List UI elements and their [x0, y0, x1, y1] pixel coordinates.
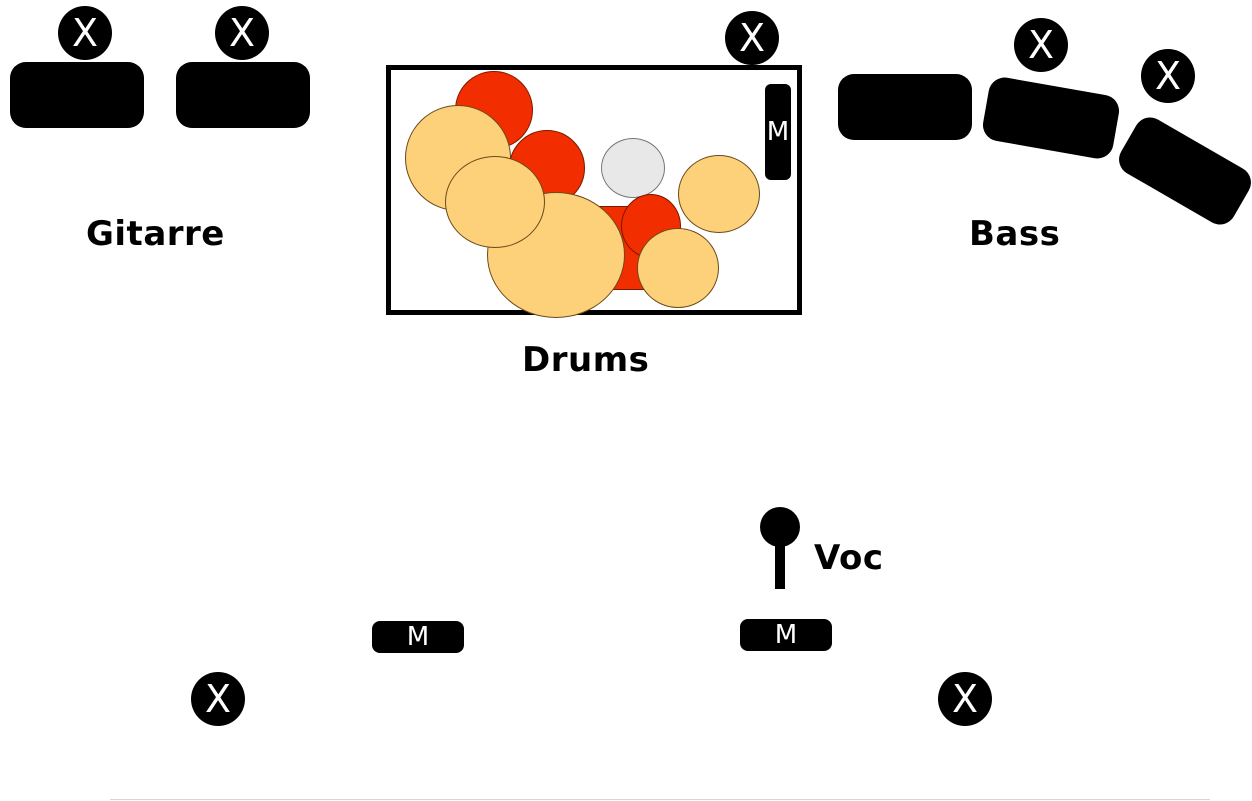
guitar-amp [10, 62, 144, 128]
floor-monitor: M [372, 621, 464, 653]
cymbal [678, 155, 760, 233]
power-outlet-icon: X [58, 6, 112, 60]
power-outlet-icon: X [191, 672, 245, 726]
bass-amp [1113, 111, 1252, 231]
cymbal [637, 228, 719, 308]
power-outlet-icon: X [1014, 18, 1068, 72]
monitor-label: M [774, 620, 798, 650]
drums-label: Drums [522, 340, 650, 380]
drum-monitor: M [765, 84, 791, 180]
drum-riser: M [386, 65, 802, 318]
monitor-label: M [406, 622, 430, 652]
power-outlet-icon: X [1141, 49, 1195, 103]
guitar-label: Gitarre [86, 214, 225, 254]
vocal-microphone-icon [760, 507, 800, 589]
power-outlet-icon: X [215, 6, 269, 60]
power-outlet-icon: X [725, 11, 779, 65]
guitar-amp [176, 62, 310, 128]
cymbal [445, 156, 545, 248]
bass-amp [838, 74, 972, 140]
vocals-label: Voc [814, 538, 884, 578]
snare-drum [601, 138, 665, 198]
bass-label: Bass [969, 214, 1061, 254]
monitor-label: M [766, 117, 790, 147]
floor-monitor: M [740, 619, 832, 651]
power-outlet-icon: X [938, 672, 992, 726]
stage-edge-line [110, 799, 1210, 800]
bass-amp [980, 75, 1122, 161]
